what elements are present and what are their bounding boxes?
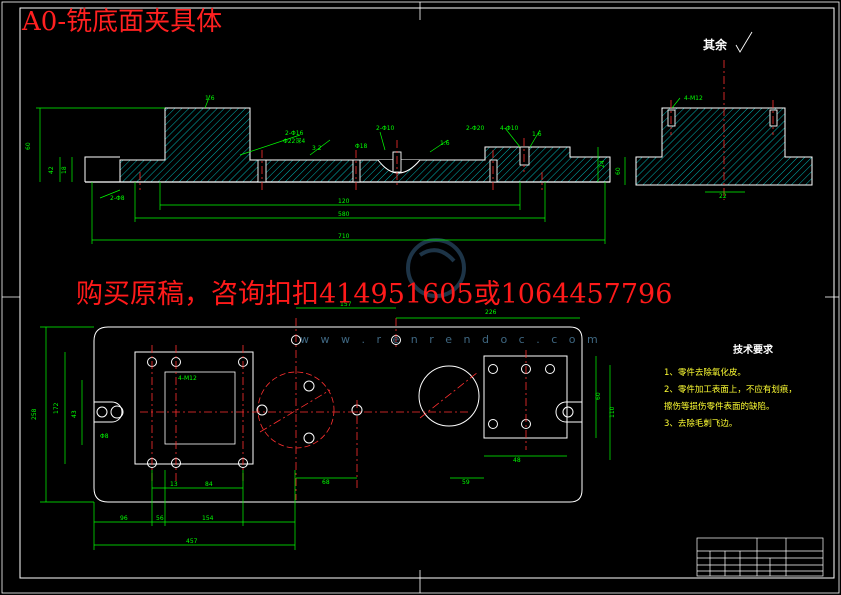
svg-text:457: 457 [186,538,198,545]
watermark-url: w w w . r e n r e n d o c . c o m [300,333,602,346]
svg-text:24: 24 [599,160,606,168]
svg-text:48: 48 [513,457,521,464]
svg-text:60: 60 [25,142,32,150]
svg-text:172: 172 [53,402,60,414]
svg-text:110: 110 [609,406,616,418]
svg-text:60: 60 [595,392,602,400]
top-view-outline [93,326,583,503]
svg-text:1.6: 1.6 [205,95,215,102]
purchase-banner: 购买原稿，咨询扣扣414951605或1064457796 [76,279,673,310]
front-view: 60 42 18 120 580 710 24 2-Φ16 Φ22深4 3.2 … [25,94,611,244]
roughness-symbol [735,31,753,53]
svg-text:1.6: 1.6 [532,131,542,138]
svg-text:1.6: 1.6 [440,140,450,147]
svg-text:2-Φ8: 2-Φ8 [110,195,125,202]
svg-text:96: 96 [120,515,128,522]
tech-requirement-item: 擦伤等损伤零件表面的缺陷。 [664,402,775,412]
svg-text:157: 157 [340,301,352,308]
svg-text:258: 258 [31,408,38,420]
svg-text:56: 56 [156,515,164,522]
svg-text:18: 18 [61,166,68,174]
svg-text:84: 84 [205,481,213,488]
svg-text:580: 580 [338,211,350,218]
svg-text:4-Φ10: 4-Φ10 [500,125,519,132]
tech-requirement-item: 2、零件加工表面上，不应有划痕， [664,385,797,395]
side-view: 60 22 4-M12 [615,60,813,200]
svg-text:3.2: 3.2 [312,145,322,152]
svg-text:4-M12: 4-M12 [684,95,703,102]
tech-requirements-title: 技术要求 [733,345,773,356]
svg-text:226: 226 [485,309,497,316]
tech-requirement-item: 1、零件去除氧化皮。 [664,368,746,378]
title-block [696,537,824,577]
svg-text:2-Φ20: 2-Φ20 [466,125,485,132]
svg-text:43: 43 [71,410,78,418]
svg-text:Φ22深4: Φ22深4 [283,137,305,145]
svg-text:60: 60 [615,167,622,175]
svg-text:120: 120 [338,198,350,205]
front-section-body [119,107,611,183]
svg-text:2-Φ10: 2-Φ10 [376,125,395,132]
svg-text:2-Φ16: 2-Φ16 [285,130,304,137]
tech-requirement-item: 3、去除毛刺飞边。 [664,419,738,429]
svg-text:68: 68 [322,479,330,486]
svg-text:22: 22 [719,193,727,200]
svg-text:Φ18: Φ18 [355,143,368,150]
tech-requirements: 技术要求 1、零件去除氧化皮。 2、零件加工表面上，不应有划痕， 擦伤等损伤零件… [664,342,812,433]
svg-text:42: 42 [48,166,55,174]
svg-text:Φ8: Φ8 [100,433,109,440]
top-view: 457 96 56 154 258 172 43 84 13 157 226 5… [31,301,616,550]
svg-text:13: 13 [170,481,178,488]
roughness-remark: 其余 [703,38,728,52]
drawing-title: A0-铣底面夹具体 [22,7,223,37]
svg-text:154: 154 [202,515,214,522]
svg-text:4-M12: 4-M12 [178,375,197,382]
svg-text:710: 710 [338,233,350,240]
svg-text:59: 59 [462,479,470,486]
